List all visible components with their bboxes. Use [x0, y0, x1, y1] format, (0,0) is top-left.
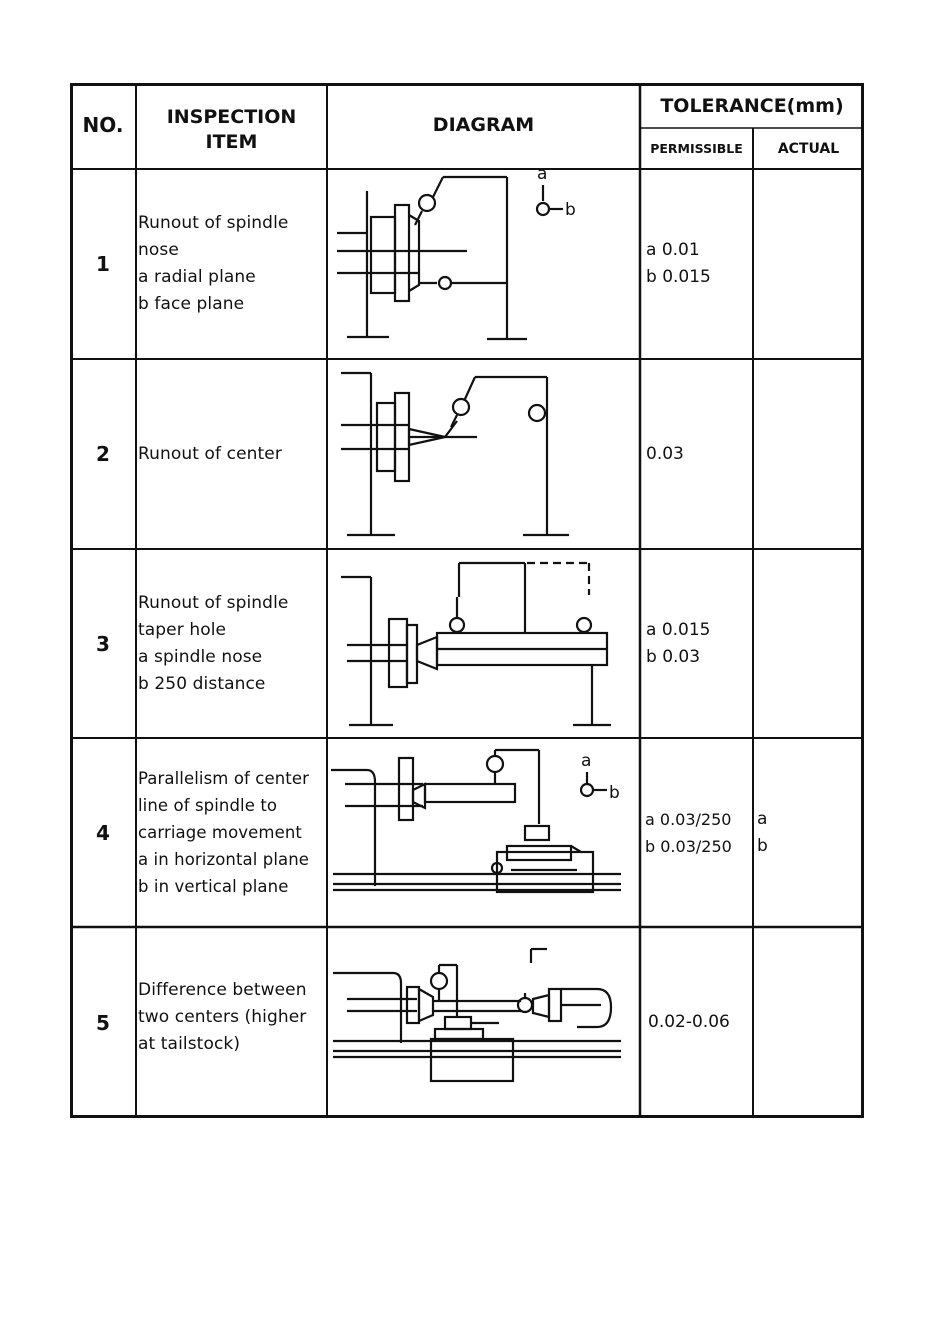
row-3-permissible: a 0.015 b 0.03 [646, 619, 711, 667]
diagram-1-axis-b: b [565, 200, 576, 220]
row-2-permissible: 0.03 [646, 443, 684, 464]
row-3-actual [753, 549, 864, 738]
header-no: NO. [70, 83, 136, 169]
diagram-4-parallelism: a b [331, 748, 621, 894]
row-5-no: 5 [96, 1010, 110, 1035]
diagram-2-indicator [450, 375, 569, 537]
row-2-actual [753, 359, 864, 549]
diagram-1-axis-a: a [537, 169, 547, 184]
header-inspection-item: INSPECTION ITEM [136, 83, 327, 169]
row-2-no: 2 [96, 442, 110, 466]
diagram-4-axis-a: a [581, 751, 591, 771]
row-1-actual [753, 169, 864, 359]
header-diagram-label: DIAGRAM [432, 114, 535, 136]
diagram-4-axis-b: b [609, 783, 620, 803]
diagram-5-center-difference [333, 947, 621, 1083]
row-1-no: 1 [96, 252, 110, 276]
row-3-no: 3 [96, 631, 110, 656]
diagram-1-spindle-nose-runout: a a b [337, 169, 576, 341]
header-tolerance-label: TOLERANCE(mm) [660, 94, 844, 117]
header-permissible-label: PERMISSIBLE [650, 141, 743, 156]
row-5-permissible: 0.02-0.06 [648, 1012, 730, 1032]
diagram-3-taper-hole-runout [341, 561, 611, 727]
row-1-permissible: a 0.01 b 0.015 [646, 240, 711, 287]
row-5-actual [753, 927, 864, 1118]
row-3-item: Runout of spindle taper hole a spindle n… [138, 592, 289, 694]
header-inspection-item-label: INSPECTION ITEM [166, 106, 297, 153]
header-actual: ACTUAL [753, 128, 864, 169]
inspection-table: NO. INSPECTION ITEM DIAGRAM TOLERANCE(mm… [70, 83, 864, 1118]
row-4-permissible: a 0.03/250 b 0.03/250 [645, 809, 732, 856]
header-permissible: PERMISSIBLE [640, 128, 753, 169]
row-4-no: 4 [96, 820, 110, 845]
row-4-item: Parallelism of center line of spindle to… [138, 769, 310, 896]
header-diagram: DIAGRAM [327, 83, 640, 169]
row-4-actual: a b [757, 808, 768, 856]
header-actual-label: ACTUAL [777, 140, 840, 157]
row-1-item: Runout of spindle nose a radial plane b … [138, 213, 289, 314]
diagram-2-center-runout [341, 371, 547, 537]
header-tolerance: TOLERANCE(mm) [640, 83, 864, 128]
table-grid [70, 83, 864, 1118]
row-2-item: Runout of center [138, 443, 282, 464]
row-5-item: Difference between two centers (higher a… [138, 980, 307, 1054]
header-no-label: NO. [82, 113, 124, 137]
